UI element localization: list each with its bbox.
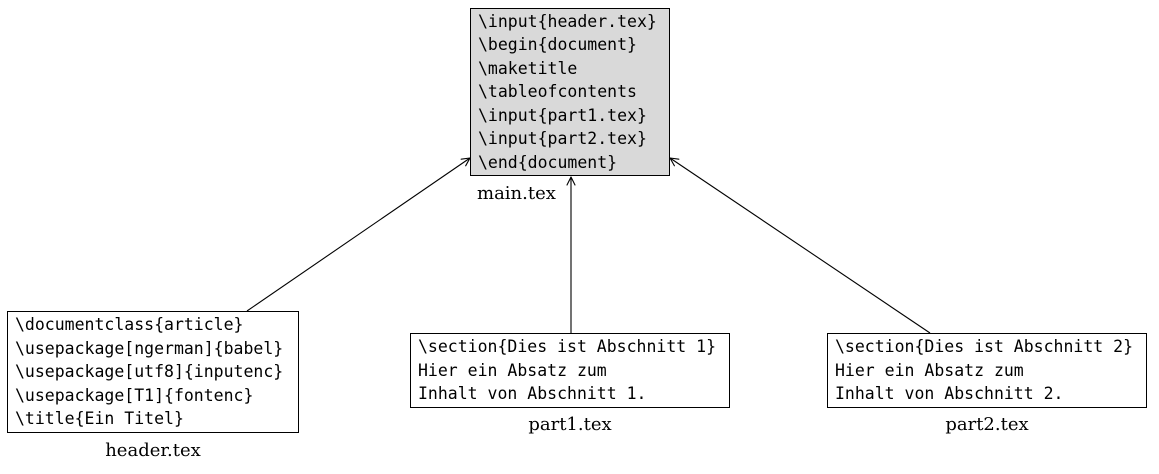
code-line: Inhalt von Abschnitt 2. [835, 384, 1064, 404]
code-line: \input{part2.tex} [478, 129, 647, 149]
code-line: \begin{document} [478, 35, 637, 55]
node-label-header-tex: header.tex [105, 440, 201, 461]
code-line: \tableofcontents [478, 82, 637, 102]
code-line: \usepackage[ngerman]{babel} [15, 338, 284, 358]
code-line: \usepackage[T1]{fontenc} [15, 385, 254, 405]
edge-header-to-main [246, 157, 471, 312]
code-line: Hier ein Absatz zum [835, 360, 1024, 380]
code-line: Hier ein Absatz zum [418, 360, 607, 380]
node-header-tex: \documentclass{article} \usepackage[nger… [7, 311, 299, 433]
node-label-main-tex: main.tex [477, 183, 556, 204]
code-line: \maketitle [478, 58, 578, 78]
node-label-part2-tex: part2.tex [945, 414, 1029, 435]
edge-part2-to-main [669, 157, 931, 334]
code-line: \section{Dies ist Abschnitt 2} [835, 337, 1134, 357]
node-label-part1-tex: part1.tex [528, 414, 612, 435]
node-part1-tex: \section{Dies ist Abschnitt 1} Hier ein … [410, 333, 730, 408]
code-line: \usepackage[utf8]{inputenc} [15, 362, 284, 382]
code-line: \title{Ein Titel} [15, 409, 184, 429]
code-line: \end{document} [478, 152, 618, 172]
node-part2-tex: \section{Dies ist Abschnitt 2} Hier ein … [827, 333, 1147, 408]
node-main-tex: \input{header.tex} \begin{document} \mak… [470, 8, 670, 176]
code-line: \input{header.tex} [478, 11, 657, 31]
code-line: \section{Dies ist Abschnitt 1} [418, 337, 717, 357]
code-line: Inhalt von Abschnitt 1. [418, 384, 647, 404]
code-line: \documentclass{article} [15, 315, 244, 335]
code-line: \input{part1.tex} [478, 105, 647, 125]
